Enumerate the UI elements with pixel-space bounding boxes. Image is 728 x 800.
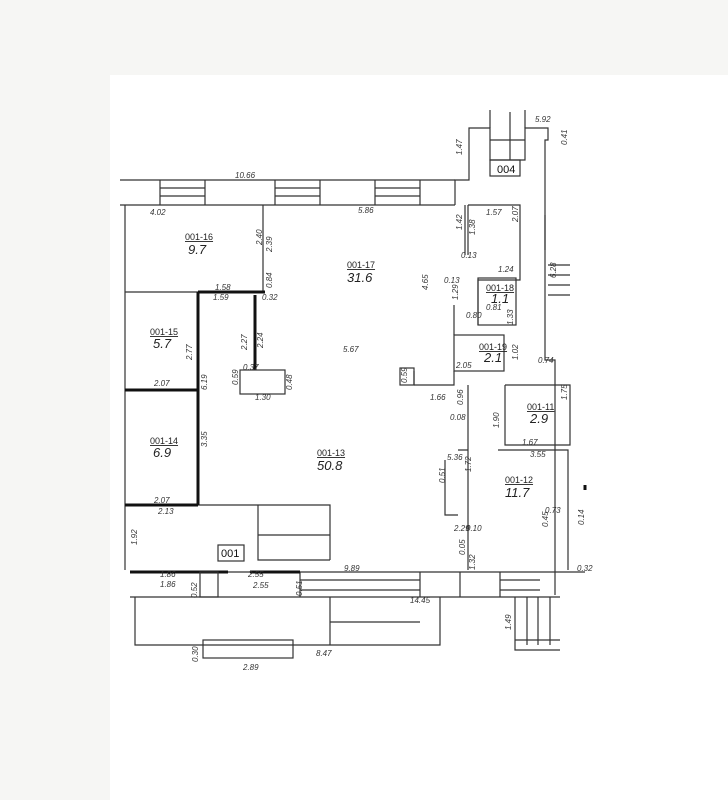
dimension-label: 0.74: [538, 356, 554, 365]
room-area: 6.9: [153, 445, 171, 460]
dimension-label: 10.66: [235, 171, 256, 180]
dimension-label: 0.52: [190, 582, 199, 598]
dimension-label: 0.81: [486, 303, 502, 312]
room-id: 001-17: [347, 260, 375, 270]
room-id: 001-19: [479, 342, 507, 352]
dimension-label: 1.86: [160, 570, 176, 579]
dimension-label: 0.45: [541, 511, 550, 527]
room-area: 9.7: [188, 242, 207, 257]
room-area: 2.1: [483, 350, 502, 365]
room-id: 001-16: [185, 232, 213, 242]
room-id: 001-13: [317, 448, 345, 458]
room-area: 1.1: [491, 291, 509, 306]
dimension-label: 0.59: [400, 367, 409, 383]
dimension-label: 5.36: [447, 453, 463, 462]
room-id: 001-18: [486, 283, 514, 293]
room-id: 001-12: [505, 475, 533, 485]
dimension-label: 8.47: [316, 649, 332, 658]
dimension-label: 0.51: [295, 580, 304, 596]
room-id: 001-14: [150, 436, 178, 446]
dimension-label: 1.92: [130, 529, 139, 545]
dimension-label: 0.08: [450, 413, 466, 422]
room-area: 50.8: [317, 458, 343, 473]
room-labels: 001-16 9.7 001-17 31.6 001-15 5.7 001-14…: [150, 164, 554, 562]
room-area: 5.7: [153, 336, 172, 351]
dimension-label: 1.86: [160, 580, 176, 589]
dimension-label: 4.65: [421, 274, 430, 290]
dimension-label: 2.39: [265, 236, 274, 253]
dimension-label: 6.19: [200, 374, 209, 390]
dimension-label: 2.07: [153, 496, 170, 505]
dimension-label: 0.80: [466, 311, 482, 320]
dimension-label: 1.49: [504, 614, 513, 630]
room-area: 2.9: [529, 411, 548, 426]
dimension-label: 1.90: [492, 412, 501, 428]
dimension-label: 2.89: [242, 663, 259, 672]
dimension-label: 0.48: [285, 374, 294, 390]
dimension-label: 0.05: [458, 539, 467, 555]
dimension-label: 6.28: [549, 262, 558, 278]
dimension-label: 0.73: [545, 506, 561, 515]
dimension-label: 1.02: [511, 344, 520, 360]
dimension-label: 0.13: [444, 276, 460, 285]
dimension-label: 1.33: [506, 309, 515, 325]
dimension-label: 1.24: [498, 265, 514, 274]
dimension-label: 0.30: [191, 646, 200, 662]
dimension-label: 0.51: [438, 467, 447, 483]
walls: [120, 110, 587, 659]
dimension-label: 4.02: [150, 208, 166, 217]
dimension-label: 1.67: [522, 438, 538, 447]
dimension-label: 2.07: [511, 206, 520, 223]
dimension-label: 1.57: [486, 208, 502, 217]
dimension-label: 0.14: [577, 509, 586, 525]
dimension-label: 2.07: [153, 379, 170, 388]
dimension-label: 5.67: [343, 345, 359, 354]
dimension-label: 5.86: [358, 206, 374, 215]
dimension-label: 0.59: [231, 369, 240, 385]
dimension-label: 2.13: [157, 507, 174, 516]
entrance-label-001: 001: [221, 548, 239, 560]
dimension-label: 0.32: [262, 293, 278, 302]
dimension-label: 0.84: [265, 272, 274, 288]
dimension-label: 2.24: [256, 332, 265, 349]
dimension-label: 3.55: [530, 450, 546, 459]
dimension-label: 2.40: [255, 229, 264, 246]
stair-label-004: 004: [497, 164, 515, 176]
dimension-label: 1.58: [215, 283, 231, 292]
dimension-label: 0.13: [461, 251, 477, 260]
dimension-label: 0.96: [456, 389, 465, 405]
dimension-label: 2.55: [247, 570, 264, 579]
dimension-label: 2.55: [252, 581, 269, 590]
dimension-label: 1.66: [430, 393, 446, 402]
dimension-label: 9.89: [344, 564, 360, 573]
room-id: 001-11: [527, 402, 554, 412]
dimension-label: 0.37: [243, 363, 259, 372]
dimension-label: 1.75: [560, 384, 569, 400]
dimension-label: 1.32: [468, 554, 477, 570]
dimension-label: 2.05: [455, 361, 472, 370]
dimension-label: 2.77: [185, 344, 194, 361]
dimension-label: 1.38: [468, 219, 477, 235]
room-id: 001-15: [150, 327, 178, 337]
dimension-label: 1.42: [455, 214, 464, 230]
room-area: 11.7: [505, 485, 530, 500]
dimension-label: 0.10: [466, 524, 482, 533]
dimension-label: 1.29: [451, 284, 460, 300]
dimension-label: 1.30: [255, 393, 271, 402]
dimension-label: 2.29: [453, 524, 470, 533]
dimension-label: 1.72: [464, 456, 473, 472]
dimension-label: 5.92: [535, 115, 551, 124]
dimension-label: 2.27: [240, 334, 249, 351]
dimension-label: 1.47: [455, 139, 464, 155]
dimension-label: 3.35: [200, 431, 209, 447]
room-area: 31.6: [347, 270, 373, 285]
dimension-label: 0.41: [560, 129, 569, 145]
dimension-label: 0.32: [577, 564, 593, 573]
dimension-label: 1.59: [213, 293, 229, 302]
dimension-label: 14.45: [410, 596, 431, 605]
